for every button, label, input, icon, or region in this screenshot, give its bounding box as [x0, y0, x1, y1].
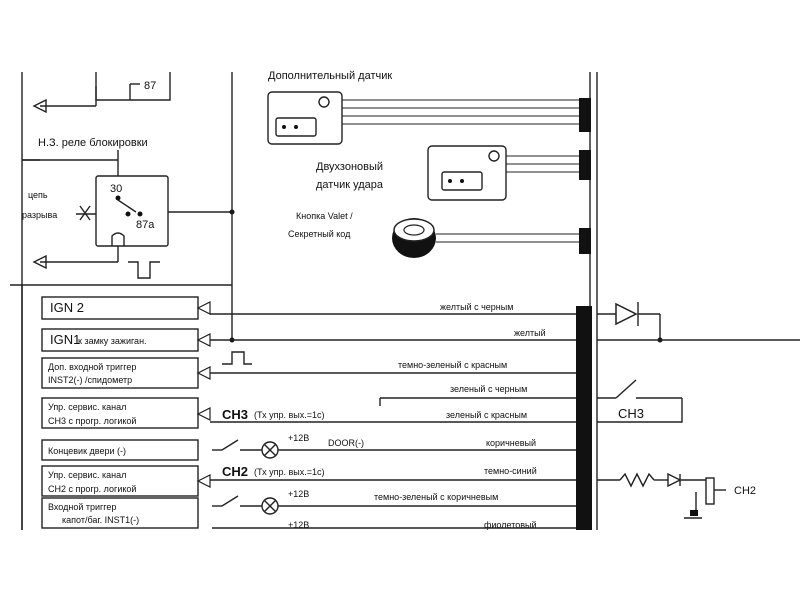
ground-icon — [690, 510, 698, 516]
wire-label: коричневый — [486, 438, 536, 448]
switch-icon — [221, 439, 239, 451]
voltage-label: +12В — [288, 433, 309, 443]
input-box-inst2 — [41, 357, 199, 389]
wire-label: зеленый с черным — [450, 384, 527, 394]
arrow-icon — [196, 407, 211, 421]
input-box-label: Входной триггер — [48, 502, 116, 512]
arrow-icon — [32, 98, 47, 114]
arrow-icon — [196, 301, 211, 315]
input-box-label: CH2 с прогр. логикой — [48, 484, 136, 494]
right-circuit: CH3 CH2 — [597, 302, 800, 519]
valet-label-2: Секретный код — [288, 229, 351, 239]
resistor-icon — [619, 472, 655, 488]
pulse-icon — [128, 261, 160, 279]
wire-label: темно-зеленый с коричневым — [374, 492, 498, 502]
wire-label: темно-синий — [484, 466, 537, 476]
relay-title: Н.З. реле блокировки — [38, 137, 148, 149]
relay-pin-87a: 87a — [136, 219, 155, 231]
relay-box — [95, 175, 169, 247]
sensor-connector-2 — [579, 150, 591, 180]
input-box-door — [41, 439, 199, 461]
switch-icon — [615, 379, 637, 399]
input-box-label: Концевик двери (-) — [48, 446, 126, 456]
extra-sensor-label: Дополнительный датчик — [268, 70, 392, 82]
relay-pin-30: 30 — [110, 183, 122, 195]
main-bus — [576, 72, 598, 530]
wire-label: желтый — [514, 328, 546, 338]
extra-sensor: Дополнительный датчик — [267, 70, 579, 145]
break-label-2: разрыва — [22, 210, 57, 220]
arrow-icon — [196, 333, 211, 347]
channel-label: CH3 — [222, 407, 248, 422]
valet-label-1: Кнопка Valet / — [296, 211, 353, 221]
right-ch3-label: CH3 — [618, 406, 644, 421]
arrow-icon — [196, 366, 211, 380]
right-ch2-label: CH2 — [734, 485, 756, 497]
break-label-1: цепь — [28, 190, 48, 200]
shock-sensor-label-2: датчик удара — [316, 179, 384, 191]
arrow-icon — [32, 254, 47, 270]
diode-icon — [667, 472, 682, 488]
voltage-label: +12В — [288, 489, 309, 499]
diode-icon — [615, 302, 638, 326]
wire-label: зеленый с красным — [446, 410, 527, 420]
pulse-icon — [222, 351, 252, 365]
input-box-ch3 — [41, 397, 199, 429]
sensor-connector-3 — [579, 228, 591, 254]
input-box-ch2 — [41, 465, 199, 497]
input-box-label: капот/баг. INST1(-) — [62, 515, 139, 525]
input-box-label: IGN 2 — [50, 300, 84, 315]
input-box-label: CH3 с прогр. логикой — [48, 416, 136, 426]
wire-label: темно-зеленый с красным — [398, 360, 507, 370]
channel-note: (Тх упр. вых.=1с) — [254, 410, 325, 420]
channel-note: (Тх упр. вых.=1с) — [254, 467, 325, 477]
relay-area: 87 Н.З. реле блокировки 30 87a цепь разр… — [10, 72, 235, 530]
relay-top-pin: 87 — [144, 80, 156, 92]
wire-label: желтый с черным — [440, 302, 513, 312]
channel-label: CH2 — [222, 464, 248, 479]
voltage-label: +12В — [288, 520, 309, 530]
shock-sensor-label-1: Двухзоновый — [316, 161, 383, 173]
main-connector — [576, 306, 592, 530]
input-box-label: к замку зажиган. — [78, 336, 147, 346]
input-rows: IGN 2 желтый с черным IGN1 к замку зажиг… — [41, 296, 576, 530]
wire-label: фиолетовый — [484, 520, 537, 530]
input-box-label: INST2(-) /спидометр — [48, 375, 132, 385]
relay-coil-icon — [705, 477, 715, 505]
input-box-label: Упр. сервис. канал — [48, 470, 126, 480]
arrow-icon — [196, 474, 211, 488]
input-box-label: IGN1 — [50, 332, 80, 347]
valet-button: Кнопка Valet / Секретный код — [288, 211, 579, 258]
switch-icon — [221, 495, 239, 507]
input-box-label: Доп. входной триггер — [48, 362, 136, 372]
input-box-label: Упр. сервис. канал — [48, 402, 126, 412]
wire-note: DOOR(-) — [328, 438, 364, 448]
input-box-inst1 — [41, 497, 199, 529]
sensor-connector-1 — [579, 98, 591, 132]
shock-sensor: Двухзоновый датчик удара — [316, 145, 579, 201]
